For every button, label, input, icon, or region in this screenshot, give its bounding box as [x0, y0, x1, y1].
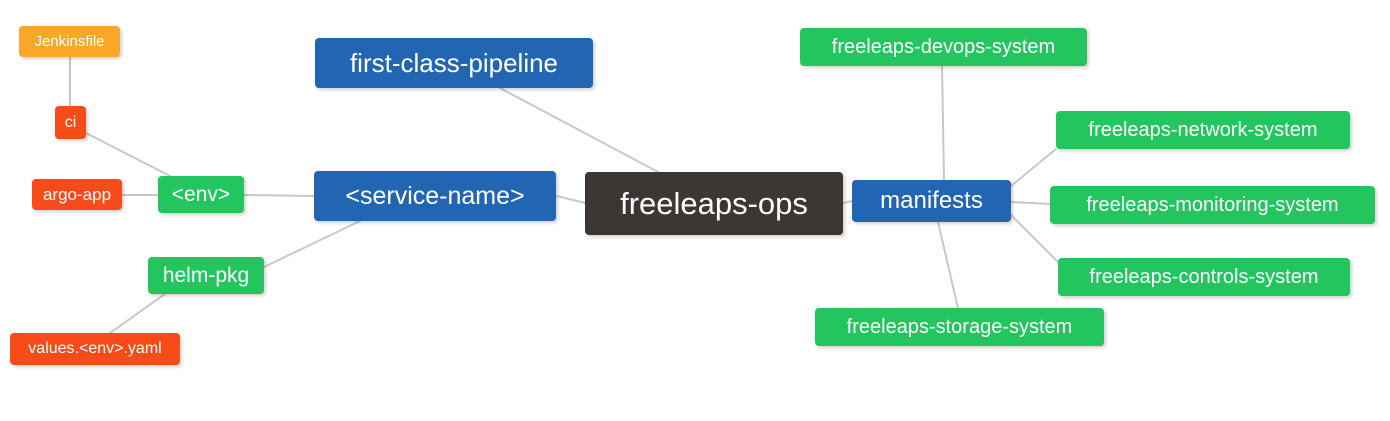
node-label-helm-pkg: helm-pkg	[162, 264, 250, 287]
edge-manifests-network	[1010, 148, 1057, 187]
edge-manifests-monitoring	[1010, 201, 1051, 205]
node-label-argo-app: argo-app	[42, 185, 112, 204]
edge-ops-manifests	[842, 200, 853, 204]
edge-manifests-storage	[937, 221, 959, 309]
node-freeleaps-network-system[interactable]: freeleaps-network-system	[1056, 111, 1350, 149]
node-label-service-name: <service-name>	[345, 181, 525, 210]
edge-helm-values	[109, 293, 166, 334]
node-label-freeleaps-ops: freeleaps-ops	[620, 186, 808, 221]
node-service-name[interactable]: <service-name>	[314, 171, 556, 221]
node-manifests[interactable]: manifests	[852, 180, 1011, 222]
node-jenkinsfile[interactable]: Jenkinsfile	[19, 26, 120, 57]
node-label-freeleaps-network-system: freeleaps-network-system	[1088, 119, 1318, 141]
node-label-ci: ci	[64, 113, 77, 131]
node-first-class-pipeline[interactable]: first-class-pipeline	[315, 38, 593, 88]
edge-servicename-helm	[263, 220, 361, 268]
node-label-first-class-pipeline: first-class-pipeline	[349, 48, 559, 78]
node-freeleaps-devops-system[interactable]: freeleaps-devops-system	[800, 28, 1087, 66]
node-label-jenkinsfile: Jenkinsfile	[34, 33, 105, 50]
node-label-values-yaml: values.<env>.yaml	[28, 340, 162, 357]
node-argo-app[interactable]: argo-app	[32, 179, 122, 210]
edge-ops-pipeline	[499, 87, 659, 173]
node-freeleaps-storage-system[interactable]: freeleaps-storage-system	[815, 308, 1104, 346]
node-freeleaps-ops[interactable]: freeleaps-ops	[585, 172, 843, 235]
node-label-freeleaps-storage-system: freeleaps-storage-system	[846, 316, 1073, 338]
node-label-freeleaps-monitoring-system: freeleaps-monitoring-system	[1086, 194, 1339, 216]
edge-env-ci	[85, 132, 171, 177]
node-ci[interactable]: ci	[55, 106, 86, 139]
node-env[interactable]: <env>	[158, 176, 244, 213]
node-values-yaml[interactable]: values.<env>.yaml	[10, 333, 180, 365]
node-freeleaps-monitoring-system[interactable]: freeleaps-monitoring-system	[1050, 186, 1375, 224]
node-freeleaps-controls-system[interactable]: freeleaps-controls-system	[1058, 258, 1350, 296]
edge-servicename-env	[243, 194, 315, 197]
edge-manifests-devops	[941, 65, 945, 181]
node-label-freeleaps-controls-system: freeleaps-controls-system	[1089, 266, 1319, 288]
node-label-manifests: manifests	[880, 187, 983, 214]
node-label-freeleaps-devops-system: freeleaps-devops-system	[831, 36, 1056, 58]
edge-ops-servicename	[556, 195, 586, 204]
node-helm-pkg[interactable]: helm-pkg	[148, 257, 264, 294]
node-label-env: <env>	[171, 183, 231, 206]
